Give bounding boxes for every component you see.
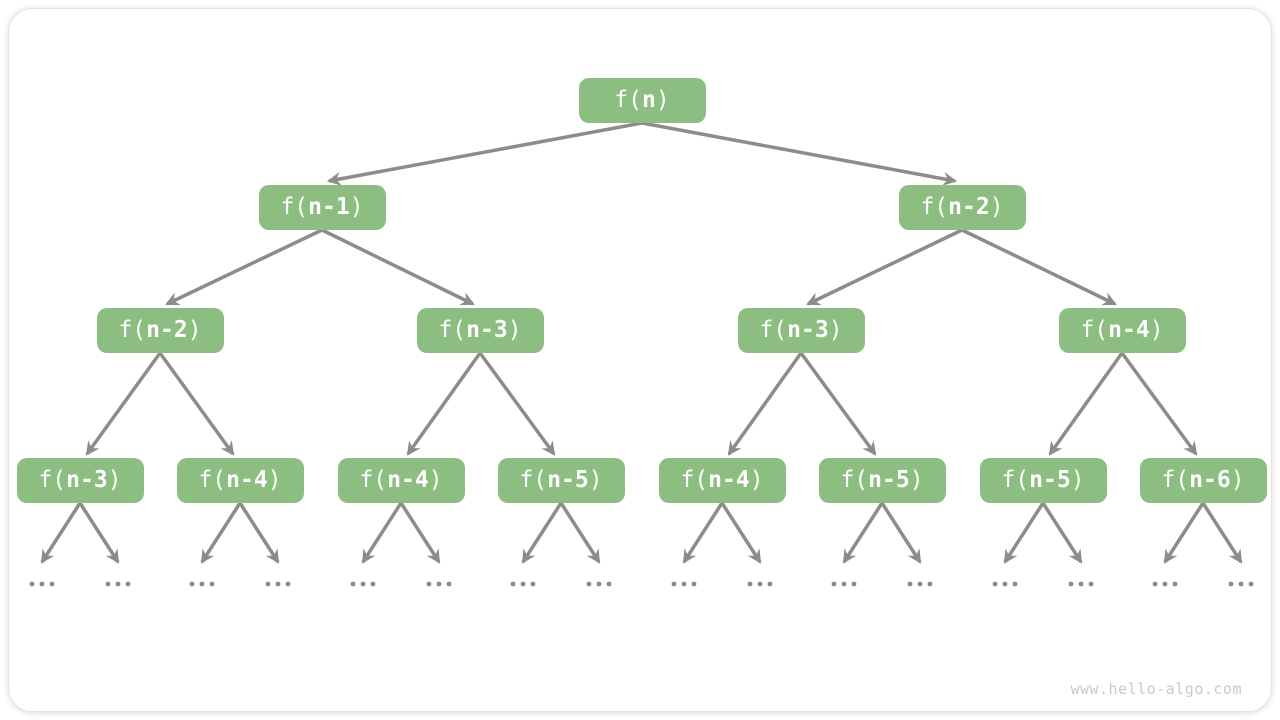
node-label-suffix: ) <box>909 467 924 493</box>
node-label-prefix: f( <box>438 317 467 343</box>
node-label-argument: n-3 <box>466 317 508 343</box>
node-label-suffix: ) <box>749 467 764 493</box>
node-label-argument: n-5 <box>1029 467 1071 493</box>
node-label-argument: n-2 <box>146 317 188 343</box>
node-label-argument: n-3 <box>66 467 108 493</box>
tree-node-5: f(n-3) <box>737 308 865 353</box>
tree-node-2: f(n-2) <box>898 185 1026 230</box>
node-label-suffix: ) <box>267 467 282 493</box>
tree-node-11: f(n-4) <box>658 458 786 503</box>
tree-node-8: f(n-4) <box>176 458 304 503</box>
node-label-prefix: f( <box>614 87 642 113</box>
node-label-suffix: ) <box>187 317 202 343</box>
node-label-suffix: ) <box>989 194 1004 220</box>
node-label-argument: n-5 <box>868 467 910 493</box>
tree-node-0: f(n) <box>578 78 706 123</box>
node-label-suffix: ) <box>107 467 122 493</box>
node-label-prefix: f( <box>1001 467 1030 493</box>
tree-node-1: f(n-1) <box>258 185 386 230</box>
node-label-argument: n-2 <box>948 194 990 220</box>
tree-node-7: f(n-3) <box>16 458 144 503</box>
node-label-suffix: ) <box>1230 467 1245 493</box>
node-label-prefix: f( <box>198 467 227 493</box>
node-label-prefix: f( <box>759 317 788 343</box>
node-label-prefix: f( <box>280 194 309 220</box>
node-label-suffix: ) <box>507 317 522 343</box>
node-label-argument: n-3 <box>787 317 829 343</box>
node-label-suffix: ) <box>588 467 603 493</box>
tree-node-14: f(n-6) <box>1139 458 1267 503</box>
node-label-prefix: f( <box>38 467 67 493</box>
tree-node-9: f(n-4) <box>337 458 465 503</box>
node-label-argument: n-4 <box>226 467 268 493</box>
node-label-argument: n <box>641 87 656 113</box>
tree-node-13: f(n-5) <box>979 458 1107 503</box>
node-label-prefix: f( <box>118 317 147 343</box>
node-label-prefix: f( <box>519 467 548 493</box>
node-label-prefix: f( <box>920 194 949 220</box>
node-label-prefix: f( <box>1161 467 1190 493</box>
node-label-suffix: ) <box>1149 317 1164 343</box>
node-label-prefix: f( <box>359 467 388 493</box>
node-label-argument: n-6 <box>1189 467 1231 493</box>
node-label-suffix: ) <box>428 467 443 493</box>
node-label-suffix: ) <box>1070 467 1085 493</box>
node-label-suffix: ) <box>655 87 670 113</box>
node-label-prefix: f( <box>1080 317 1109 343</box>
node-label-suffix: ) <box>349 194 364 220</box>
node-label-suffix: ) <box>828 317 843 343</box>
tree-node-6: f(n-4) <box>1058 308 1186 353</box>
tree-node-4: f(n-3) <box>416 308 544 353</box>
node-label-argument: n-4 <box>387 467 429 493</box>
watermark: www.hello-algo.com <box>1070 680 1242 698</box>
tree-node-10: f(n-5) <box>497 458 625 503</box>
node-label-argument: n-4 <box>1108 317 1150 343</box>
tree-node-12: f(n-5) <box>818 458 946 503</box>
node-label-argument: n-4 <box>708 467 750 493</box>
node-label-prefix: f( <box>680 467 709 493</box>
tree-node-3: f(n-2) <box>96 308 224 353</box>
node-label-argument: n-5 <box>547 467 589 493</box>
node-label-argument: n-1 <box>308 194 350 220</box>
node-label-prefix: f( <box>840 467 869 493</box>
